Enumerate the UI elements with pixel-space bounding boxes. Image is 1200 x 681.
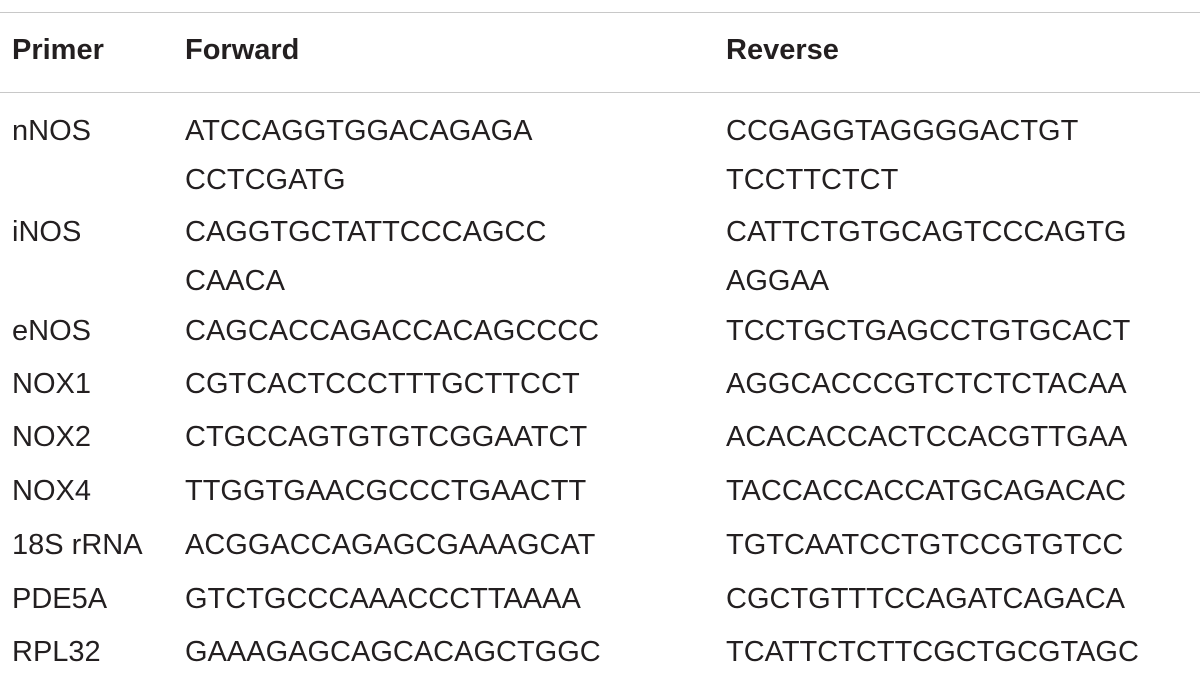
forward-sequence: CTGCCAGTGTGTCGGAATCT: [185, 421, 588, 453]
forward-sequence: CAGGTGCTATTCCCAGCC CAACA: [185, 208, 546, 306]
forward-sequence: ACGGACCAGAGCGAAAGCAT: [185, 529, 596, 561]
reverse-sequence: TGTCAATCCTGTCCGTGTCC: [726, 529, 1124, 561]
sequence-line: CCTCGATG: [185, 164, 346, 196]
header-reverse: Reverse: [726, 34, 839, 66]
sequence-line: TCCTTCTCT: [726, 164, 899, 196]
reverse-sequence: CGCTGTTTCCAGATCAGACA: [726, 583, 1126, 615]
primer-name: PDE5A: [12, 583, 108, 615]
sequence-line: ATCCAGGTGGACAGAGA: [185, 115, 533, 147]
header-rule: [0, 92, 1200, 93]
primer-name: eNOS: [12, 315, 91, 347]
reverse-sequence: CCGAGGTAGGGGACTGT TCCTTCTCT: [726, 107, 1078, 205]
primer-name: NOX2: [12, 421, 91, 453]
header-primer: Primer: [12, 34, 104, 66]
sequence-line: CAGGTGCTATTCCCAGCC: [185, 216, 547, 248]
reverse-sequence: CATTCTGTGCAGTCCCAGTG AGGAA: [726, 208, 1127, 306]
sequence-line: CCGAGGTAGGGGACTGT: [726, 115, 1079, 147]
forward-sequence: CGTCACTCCCTTTGCTTCCT: [185, 368, 580, 400]
reverse-sequence: ACACACCACTCCACGTTGAA: [726, 421, 1128, 453]
forward-sequence: GAAAGAGCAGCACAGCTGGC: [185, 636, 601, 668]
reverse-sequence: TCATTCTCTTCGCTGCGTAGC: [726, 636, 1139, 668]
top-rule: [0, 12, 1200, 13]
primer-name: 18S rRNA: [12, 529, 143, 561]
sequence-line: AGGAA: [726, 265, 830, 297]
primer-name: NOX1: [12, 368, 91, 400]
forward-sequence: ATCCAGGTGGACAGAGA CCTCGATG: [185, 107, 533, 205]
reverse-sequence: TACCACCACCATGCAGACAC: [726, 475, 1127, 507]
sequence-line: CATTCTGTGCAGTCCCAGTG: [726, 216, 1127, 248]
sequence-line: CAACA: [185, 265, 285, 297]
header-forward: Forward: [185, 34, 300, 66]
forward-sequence: TTGGTGAACGCCCTGAACTT: [185, 475, 587, 507]
primer-name: nNOS: [12, 115, 91, 147]
forward-sequence: CAGCACCAGACCACAGCCCC: [185, 315, 600, 347]
primer-name: RPL32: [12, 636, 101, 668]
primer-name: iNOS: [12, 216, 82, 248]
primer-name: NOX4: [12, 475, 91, 507]
reverse-sequence: TCCTGCTGAGCCTGTGCACT: [726, 315, 1131, 347]
reverse-sequence: AGGCACCCGTCTCTCTACAA: [726, 368, 1127, 400]
forward-sequence: GTCTGCCCAAACCCTTAAAA: [185, 583, 581, 615]
